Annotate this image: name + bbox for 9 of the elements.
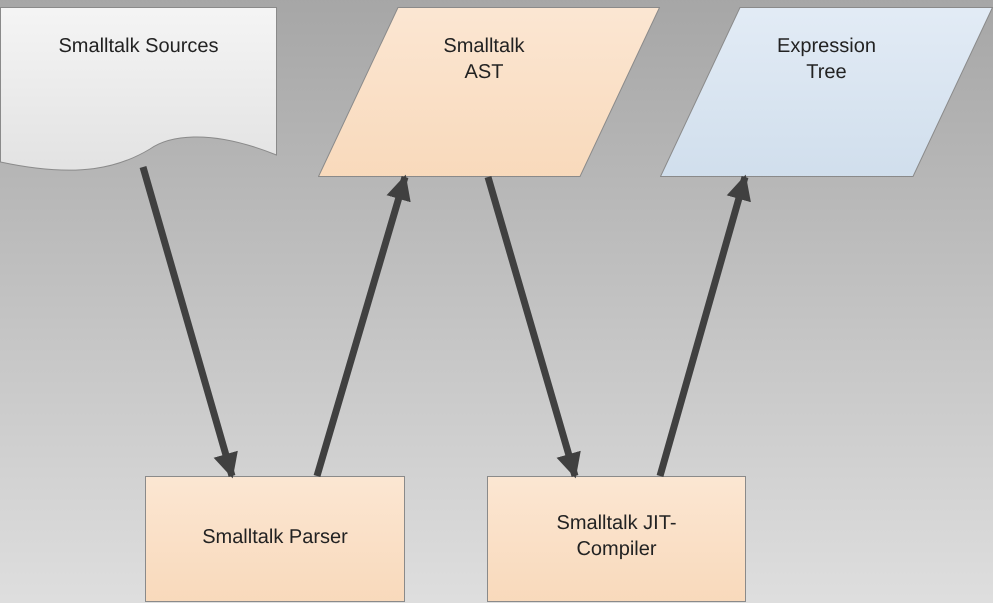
arrow	[314, 174, 411, 477]
node-label: Expression Tree	[776, 34, 877, 85]
arrow	[140, 166, 238, 478]
arrow	[484, 176, 581, 478]
arrow	[656, 174, 751, 477]
node-label: Smalltalk Sources	[57, 34, 220, 59]
node-label: Smalltalk Parser	[201, 525, 349, 550]
node-label: Smalltalk AST	[442, 34, 526, 85]
node-label: Smalltalk JIT-Compiler	[555, 511, 678, 562]
